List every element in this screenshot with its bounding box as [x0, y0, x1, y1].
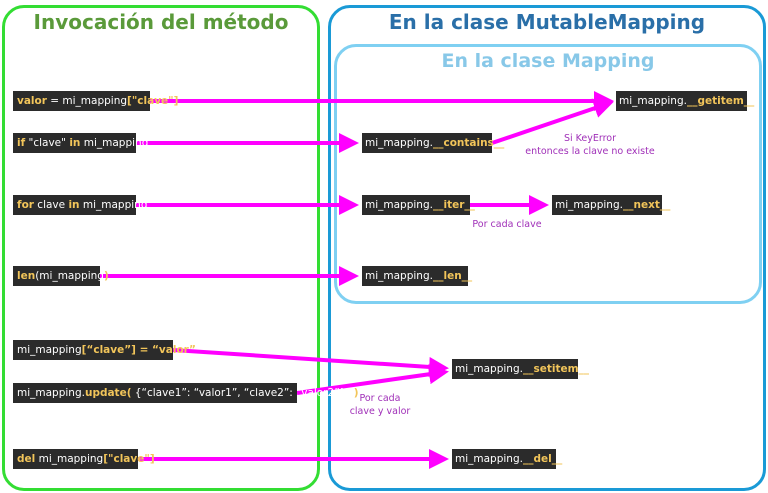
- code-text: (mi_mapping: [35, 270, 104, 282]
- code-text: mi_mapping: [17, 344, 82, 356]
- keyword: [“clave”] = “valor”: [81, 344, 196, 356]
- method-prefix: mi_mapping.: [455, 453, 523, 465]
- method-name: __getitem__: [686, 95, 755, 107]
- mapping-panel: [334, 44, 762, 304]
- invocation-title: Invocación del método: [33, 10, 289, 34]
- code-text: = mi_mapping: [46, 95, 128, 107]
- keyword: ): [103, 270, 109, 282]
- note-keyerror: Si KeyError entonces la clave no existe: [505, 132, 675, 158]
- note-keyerror-line2: entonces la clave no existe: [525, 146, 655, 157]
- method-iter: mi_mapping.__iter__: [362, 195, 475, 215]
- invocation-panel: [2, 5, 320, 491]
- invocation-update: mi_mapping.update( {“clave1”: “valor1”, …: [13, 383, 359, 403]
- code-text: "clave": [25, 137, 70, 149]
- method-prefix: mi_mapping.: [365, 137, 433, 149]
- method-prefix: mi_mapping.: [619, 95, 687, 107]
- code-text: mi_mapping.: [17, 387, 85, 399]
- method-next: mi_mapping.__next__: [552, 195, 670, 215]
- code-text: mi_mapping: [79, 199, 148, 211]
- keyword: valor: [17, 95, 47, 107]
- keyword: in: [69, 137, 81, 149]
- method-name: __next__: [622, 199, 671, 211]
- note-per-key: Por cada clave: [472, 219, 542, 230]
- code-text: mi_mapping: [80, 137, 149, 149]
- keyword: ): [353, 387, 359, 399]
- code-text: clave: [33, 199, 69, 211]
- method-prefix: mi_mapping.: [365, 199, 433, 211]
- note-per-key-value: Por cada clave y valor: [340, 392, 420, 418]
- method-name: __len__: [432, 270, 473, 282]
- arrow-setitem: [172, 348, 449, 377]
- note-per-kv-line2: clave y valor: [349, 406, 411, 417]
- invocation-getitem: valor = mi_mapping["clave"]: [13, 91, 178, 111]
- method-getitem: mi_mapping.__getitem__: [616, 91, 754, 111]
- keyword: update(: [84, 387, 132, 399]
- method-prefix: mi_mapping.: [455, 363, 523, 375]
- keyword: for: [17, 199, 34, 211]
- method-prefix: mi_mapping.: [555, 199, 623, 211]
- method-setitem: mi_mapping.__setitem__: [452, 359, 589, 379]
- invocation-len: len(mi_mapping): [13, 266, 109, 286]
- invocation-contains: if "clave" in mi_mapping: [13, 133, 148, 153]
- mutable-mapping-panel: [328, 5, 766, 491]
- method-name: __contains__: [432, 137, 505, 149]
- note-keyerror-line1: Si KeyError: [563, 133, 617, 144]
- keyword: ["clave"]: [103, 453, 155, 465]
- method-name: __del__: [522, 453, 563, 465]
- code-text: {“clave1”: “valor1”, “clave2”: “valor2”}…: [131, 387, 354, 399]
- note-per-kv-line1: Por cada: [359, 393, 401, 404]
- method-len: mi_mapping.__len__: [362, 266, 472, 286]
- mapping-title: En la clase Mapping: [441, 50, 655, 72]
- method-delitem: mi_mapping.__del__: [452, 449, 562, 469]
- arrow-update: [296, 364, 449, 395]
- arrow-contains-to-getitem: [491, 98, 614, 145]
- invocation-delitem: del mi_mapping["clave"]: [13, 449, 155, 469]
- invocation-setitem: mi_mapping[“clave”] = “valor”: [13, 340, 196, 360]
- keyword: in: [68, 199, 80, 211]
- method-prefix: mi_mapping.: [365, 270, 433, 282]
- keyword: del: [17, 453, 36, 465]
- method-name: __iter__: [432, 199, 475, 211]
- method-contains: mi_mapping.__contains__: [362, 133, 504, 153]
- mutable-mapping-title: En la clase MutableMapping: [388, 10, 706, 34]
- keyword: if: [17, 137, 26, 149]
- keyword: len: [17, 270, 36, 282]
- code-text: mi_mapping: [35, 453, 104, 465]
- invocation-iter: for clave in mi_mapping: [13, 195, 148, 215]
- method-name: __setitem__: [522, 363, 590, 375]
- keyword: ["clave"]: [127, 95, 179, 107]
